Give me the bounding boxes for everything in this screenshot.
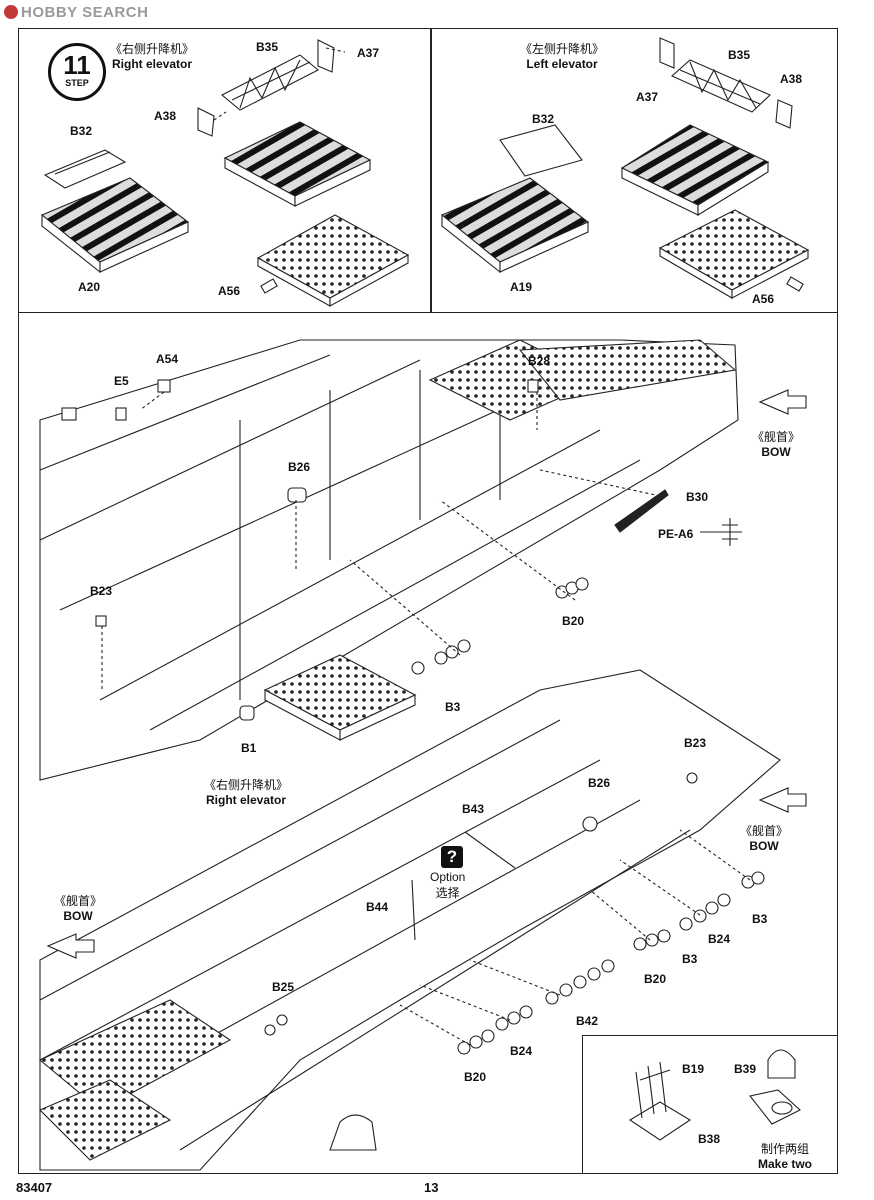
upper-hull-drawing — [39, 339, 807, 781]
watermark-text: HOBBY SEARCH — [21, 4, 149, 21]
part-label-a38-right: A38 — [154, 109, 177, 123]
part-label-b26-upper: B26 — [288, 460, 311, 474]
step-number-badge: 11 STEP — [48, 43, 106, 101]
make-two-inset — [582, 1035, 838, 1174]
part-label-a54: A54 — [156, 352, 179, 366]
part-label-b3-lower-b: B3 — [682, 952, 698, 966]
part-label-b20-lower-a: B20 — [644, 972, 667, 986]
right-elevator-parts — [40, 39, 410, 307]
kit-code: 83407 — [16, 1180, 53, 1195]
part-label-b19: B19 — [682, 1062, 705, 1076]
part-label-b1: B1 — [241, 741, 257, 755]
part-label-b32-left: B32 — [532, 112, 555, 126]
part-label-b39: B39 — [734, 1062, 757, 1076]
bow-label-upper: 《舰首》 BOW — [752, 430, 801, 459]
part-label-b38: B38 — [698, 1132, 721, 1146]
part-label-a19: A19 — [510, 280, 533, 294]
part-label-a37-left: A37 — [636, 90, 659, 104]
part-label-b3-upper: B3 — [445, 700, 461, 714]
make-two-note: 制作两组 Make two — [758, 1142, 813, 1171]
step-word: STEP — [65, 78, 89, 88]
part-label-b20-lower-b: B20 — [464, 1070, 487, 1084]
left-elevator-parts — [440, 37, 810, 299]
main-assembly-panel — [18, 312, 838, 1174]
part-label-b20-upper: B20 — [562, 614, 585, 628]
part-label-pe-a6: PE-A6 — [658, 527, 694, 541]
bow-label-lower-left: 《舰首》 BOW — [54, 894, 103, 923]
part-label-b28: B28 — [528, 354, 551, 368]
watermark: HOBBY SEARCH — [4, 4, 148, 21]
part-label-b43: B43 — [462, 802, 485, 816]
inset-drawing — [628, 1049, 801, 1141]
part-label-e5: E5 — [114, 374, 129, 388]
part-label-b30: B30 — [686, 490, 709, 504]
bow-label-lower-right: 《舰首》 BOW — [740, 824, 789, 853]
part-label-b26-lower: B26 — [588, 776, 611, 790]
part-label-b32-right: B32 — [70, 124, 93, 138]
part-label-b24-lower-b: B24 — [510, 1044, 533, 1058]
part-label-a37-right: A37 — [357, 46, 380, 60]
step-number: 11 — [63, 50, 91, 80]
page-number: 13 — [424, 1180, 439, 1195]
part-label-b44: B44 — [366, 900, 389, 914]
part-label-b25: B25 — [272, 980, 295, 994]
part-label-b23-upper: B23 — [90, 584, 113, 598]
part-label-a38-left: A38 — [780, 72, 803, 86]
hobby-search-logo-icon — [4, 5, 18, 19]
right-elevator-caption: 《右侧升降机》 Right elevator — [204, 778, 289, 807]
part-label-b35-left: B35 — [728, 48, 751, 62]
option-label: Option 选择 — [430, 870, 466, 900]
lower-hull-drawing — [38, 669, 807, 1171]
right-elevator-title: 《右侧升降机》 Right elevator — [110, 42, 195, 71]
part-label-b42: B42 — [576, 1014, 599, 1028]
left-elevator-title: 《左侧升降机》 Left elevator — [520, 42, 605, 71]
part-label-a20: A20 — [78, 280, 101, 294]
part-label-b24-lower-a: B24 — [708, 932, 731, 946]
part-label-b3-lower-a: B3 — [752, 912, 768, 926]
part-label-a56-left: A56 — [752, 292, 775, 306]
part-label-b23-lower: B23 — [684, 736, 707, 750]
part-label-a56-right: A56 — [218, 284, 241, 298]
option-question-icon: ? — [441, 846, 463, 868]
part-label-b35-right: B35 — [256, 40, 279, 54]
